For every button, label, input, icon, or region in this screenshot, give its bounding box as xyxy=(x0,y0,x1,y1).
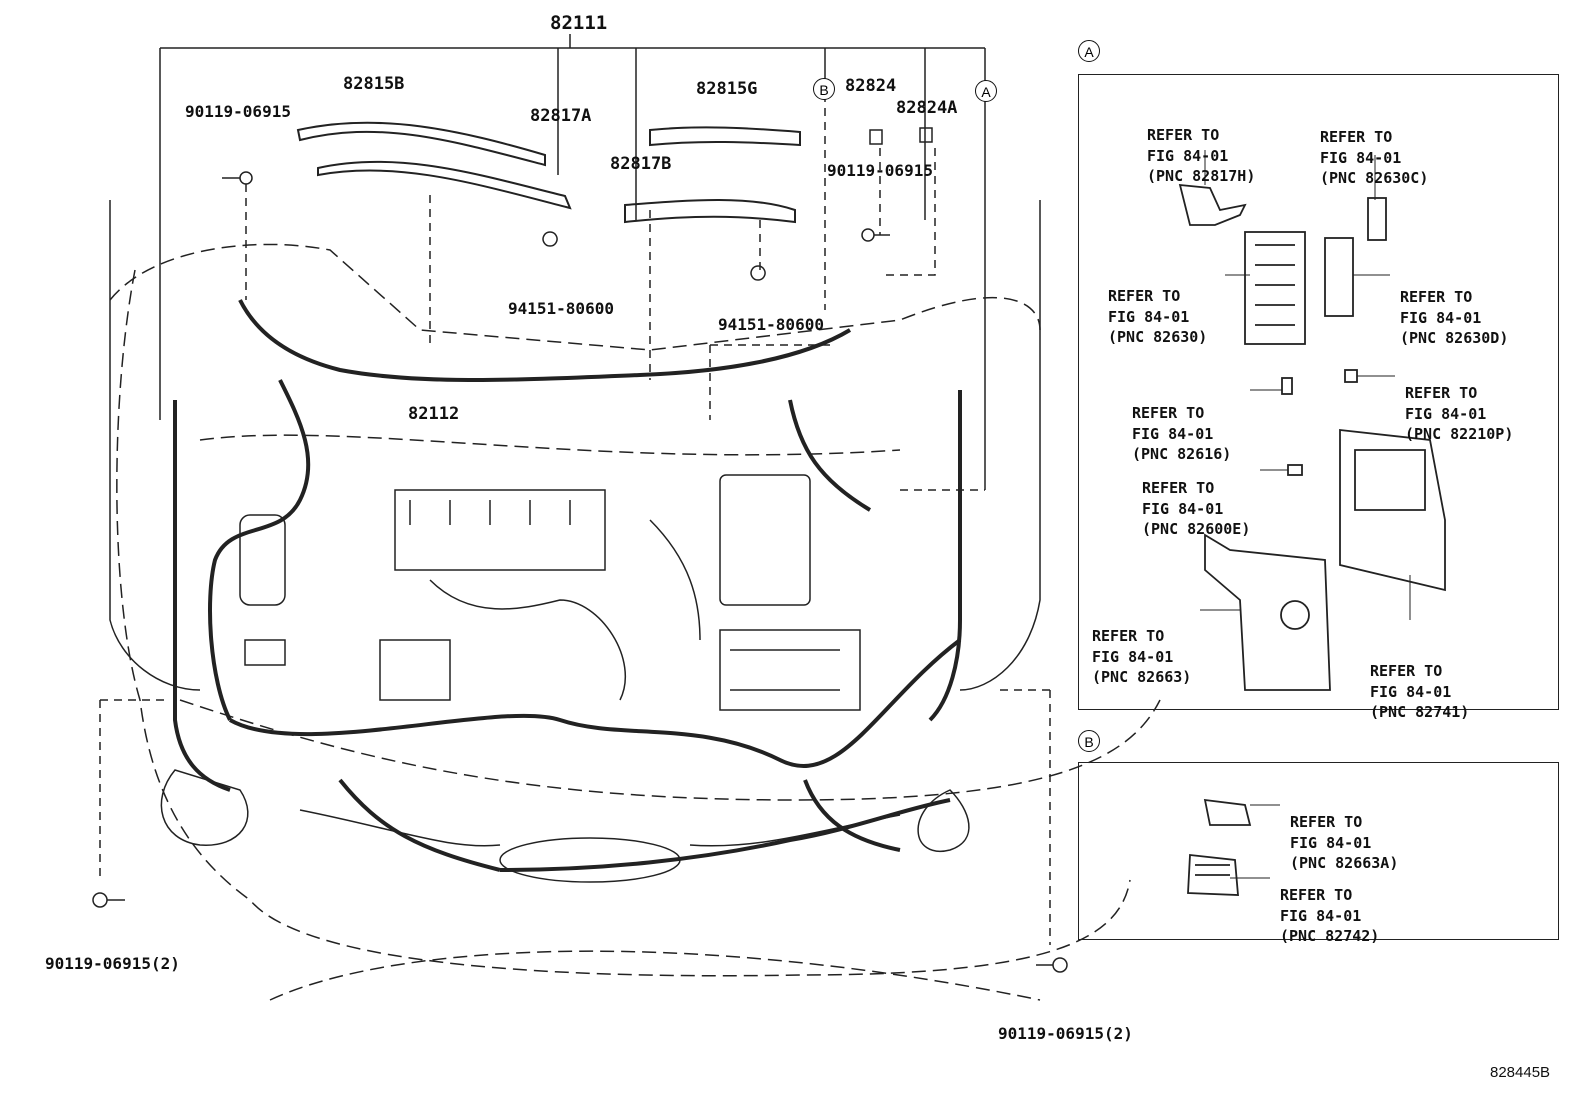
dashed-leaders xyxy=(99,80,1051,945)
part-label-bolt-top-right: 90119-06915 xyxy=(827,161,933,180)
marker-b-panel: B xyxy=(1078,730,1100,752)
engine-block xyxy=(239,474,861,711)
detail-panel-a xyxy=(1078,74,1559,710)
panel-a-parts xyxy=(1178,183,1446,691)
marker-b-main: B xyxy=(813,78,835,100)
part-label-bolt-bottom-left: 90119-06915(2) xyxy=(45,954,180,973)
fasteners xyxy=(92,127,1068,973)
body-outline xyxy=(109,243,1161,1001)
marker-a-panel: A xyxy=(1078,40,1100,62)
part-label-82824: 82824 xyxy=(845,76,897,96)
part-label-82817b: 82817B xyxy=(610,154,672,174)
detail-panel-b xyxy=(1078,762,1559,940)
part-label-82111: 82111 xyxy=(550,12,608,34)
panel-b-parts xyxy=(1187,798,1252,896)
marker-a-main: A xyxy=(975,80,997,102)
part-label-82112: 82112 xyxy=(408,404,460,424)
part-label-82824a: 82824A xyxy=(896,98,958,118)
main-harness-leader xyxy=(159,34,986,490)
engine-harness xyxy=(173,299,962,872)
part-label-82817a: 82817A xyxy=(530,106,592,126)
part-label-82815b: 82815B xyxy=(343,74,405,94)
part-label-clip-right: 94151-80600 xyxy=(718,315,824,334)
part-label-bolt-top-left: 90119-06915 xyxy=(185,102,291,121)
part-label-clip-left: 94151-80600 xyxy=(508,299,614,318)
harness-protectors xyxy=(296,121,801,224)
part-label-82815g: 82815G xyxy=(696,79,758,99)
figure-code: 828445B xyxy=(1490,1064,1551,1081)
part-label-bolt-bottom-right: 90119-06915(2) xyxy=(998,1024,1133,1043)
